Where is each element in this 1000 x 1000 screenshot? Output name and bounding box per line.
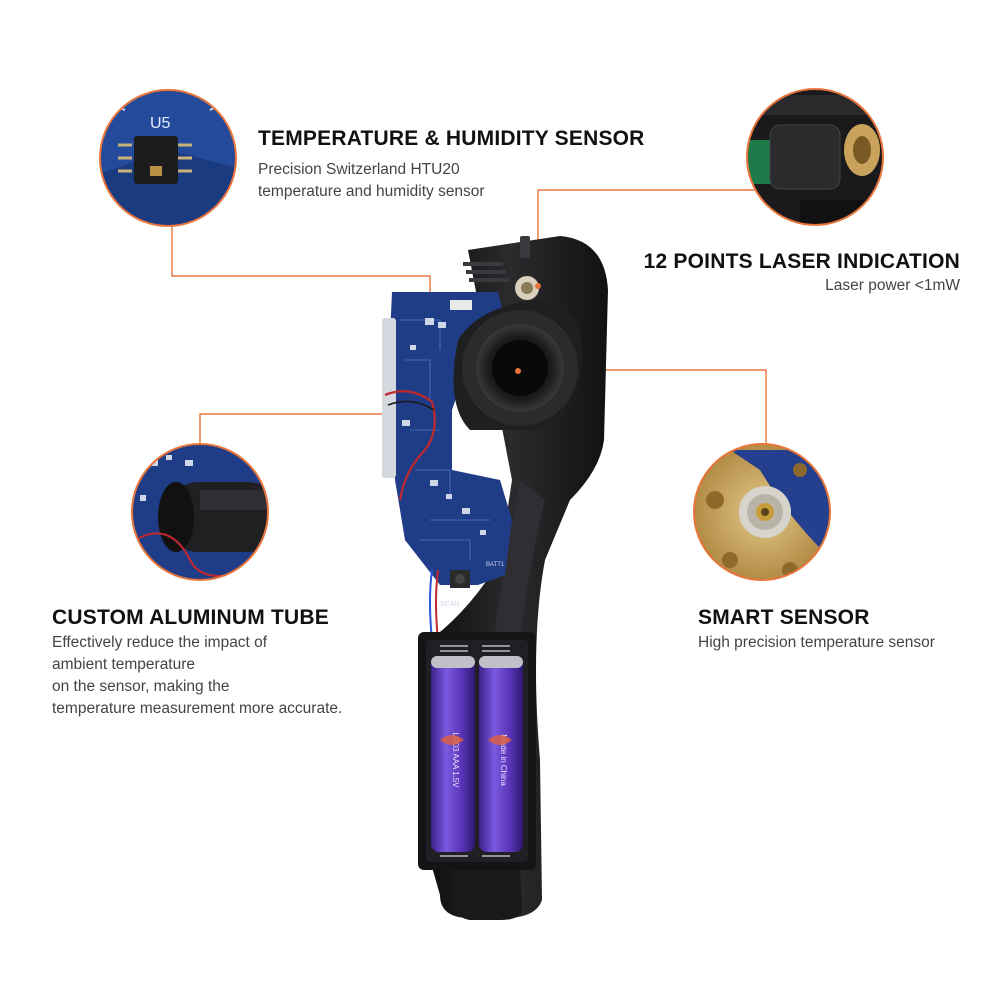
feature-desc-smart-sensor: High precision temperature sensor [698, 632, 935, 654]
detail-circle-smart-sensor [693, 443, 831, 581]
desc-line: temperature and humidity sensor [258, 183, 485, 200]
feature-title-aluminum-tube: CUSTOM ALUMINUM TUBE [52, 606, 329, 629]
pcb-board [388, 292, 512, 585]
battery-1-print: LR03 AAA 1.5V [451, 732, 460, 788]
feature-title-temp-humidity: TEMPERATURE & HUMIDITY SENSOR [258, 127, 645, 150]
thermometer-device: SCAN BATT1 [382, 236, 608, 920]
desc-line: on the sensor, making the [52, 678, 230, 695]
detail-circle-laser [746, 88, 884, 226]
desc-line: High precision temperature sensor [698, 634, 935, 651]
feature-title-smart-sensor: SMART SENSOR [698, 606, 870, 629]
desc-line: temperature measurement more accurate. [52, 700, 343, 717]
feature-desc-laser: Laser power <1mW [825, 275, 960, 297]
feature-desc-temp-humidity: Precision Switzerland HTU20 temperature … [258, 159, 485, 203]
feature-desc-aluminum-tube: Effectively reduce the impact of ambient… [52, 632, 342, 720]
detail-circle-humidity-sensor: U5 [99, 89, 237, 227]
callout-line-temp-humidity [171, 225, 431, 318]
chip-label: U5 [150, 115, 171, 132]
battery-2-print: Made in China [499, 734, 508, 786]
callout-line-aluminum-tube [199, 413, 430, 444]
desc-line: Laser power <1mW [825, 277, 960, 294]
battery-compartment: LR03 AAA 1.5V Made in China [418, 632, 536, 870]
pcb-scan-label: SCAN [440, 601, 459, 608]
lens-barrel [453, 300, 583, 430]
feature-title-laser: 12 POINTS LASER INDICATION [643, 250, 960, 273]
detail-circle-aluminum-tube [131, 443, 269, 581]
desc-line: Effectively reduce the impact of [52, 634, 268, 651]
desc-line: Precision Switzerland HTU20 [258, 161, 460, 178]
desc-line: ambient temperature [52, 656, 196, 673]
pcb-batt-label: BATT1 [486, 562, 505, 568]
